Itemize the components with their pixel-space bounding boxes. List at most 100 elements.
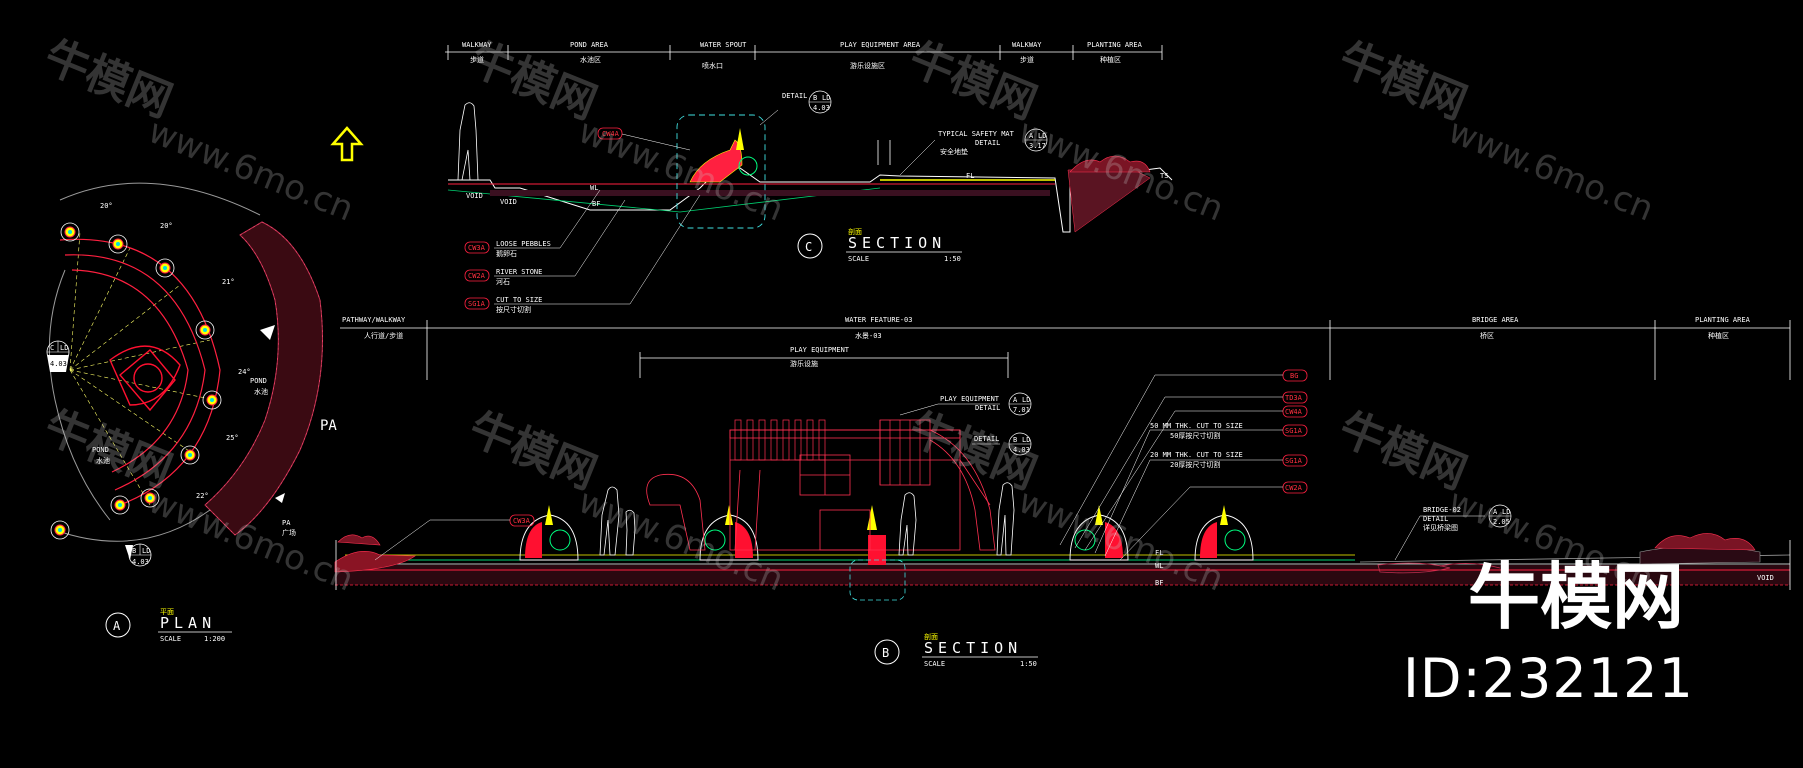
svg-text:按尺寸切割: 按尺寸切割 bbox=[496, 305, 531, 314]
svg-text:A: A bbox=[1493, 508, 1498, 516]
b-detail2-callout: B LD 4.03 bbox=[1008, 432, 1032, 456]
walkway-hatch-pattern bbox=[204, 221, 323, 536]
section-c-material-sg1a: SG1A CUT TO SIZE 按尺寸切割 bbox=[464, 194, 701, 314]
plan-scale-label: SCALE bbox=[160, 635, 181, 643]
b-zone-bridge-cn: 桥区 bbox=[1480, 331, 1494, 340]
c-level-void-1: VOID bbox=[466, 192, 483, 200]
svg-text:SG1A: SG1A bbox=[1285, 427, 1303, 435]
spout-node-8 bbox=[50, 520, 70, 540]
svg-text:BG: BG bbox=[1290, 372, 1298, 380]
svg-text:4.03: 4.03 bbox=[50, 360, 67, 368]
b-play-detail-label: PLAY EQUIPMENT bbox=[940, 395, 1000, 403]
svg-text:B: B bbox=[813, 94, 817, 102]
watermark-url-1: www.6mo.cn bbox=[143, 111, 359, 229]
angle-label-2: 20° bbox=[160, 222, 173, 230]
section-c-ground-profile bbox=[448, 167, 1173, 233]
b-play-structure bbox=[646, 419, 996, 551]
svg-text:CW2A: CW2A bbox=[468, 272, 486, 280]
b-tag-leaders bbox=[1059, 374, 1283, 561]
b-cn-title: 剖面 bbox=[924, 632, 938, 641]
b-tag-bg: BG bbox=[1282, 369, 1308, 382]
svg-text:LD: LD bbox=[142, 547, 150, 555]
c-safety-cn: 安全地垫 bbox=[940, 147, 968, 156]
spout-node-5 bbox=[202, 390, 222, 410]
c-safety-label: TYPICAL SAFETY MAT bbox=[938, 130, 1015, 138]
pa-label: PA bbox=[282, 519, 291, 527]
section-c-detail-callout: B LD 4.03 bbox=[808, 90, 832, 114]
spout-node-1 bbox=[60, 222, 80, 242]
section-c-header-ticks bbox=[447, 45, 1163, 60]
pond-label-right-cn: 水池 bbox=[254, 387, 268, 396]
c-safety-detail: DETAIL bbox=[975, 139, 1000, 147]
svg-text:4.03: 4.03 bbox=[132, 558, 149, 566]
plan-callout-b: B LD 4.03 bbox=[125, 543, 152, 567]
svg-text:LD: LD bbox=[60, 344, 68, 352]
plan-outer-arc-2 bbox=[54, 509, 211, 542]
svg-text:LD: LD bbox=[1038, 132, 1046, 140]
plan-cn-title: 平面 bbox=[160, 608, 174, 616]
section-c-shrub bbox=[1069, 155, 1151, 173]
stamp-id: ID:232121 bbox=[1403, 647, 1694, 710]
b-bridge-detail: DETAIL bbox=[1423, 515, 1448, 523]
b-spout-2 bbox=[699, 505, 759, 561]
svg-text:SG1A: SG1A bbox=[468, 300, 486, 308]
b-scale: 1:50 bbox=[1020, 660, 1037, 668]
b-tag-td3a: TD3A bbox=[1282, 391, 1308, 404]
c-header-pond-cn: 水池区 bbox=[580, 55, 601, 64]
b-zone-planting-cn: 种植区 bbox=[1708, 331, 1729, 340]
c-header-pond: POND AREA bbox=[570, 41, 609, 49]
b-play-label: PLAY EQUIPMENT bbox=[790, 346, 850, 354]
b-right-shrub bbox=[1654, 533, 1756, 551]
section-c-spout-flame bbox=[736, 128, 744, 150]
b-tag-cw2a: CW2A bbox=[1282, 481, 1308, 494]
c-header-play-cn: 游乐设施区 bbox=[850, 61, 885, 70]
b-left-rockwork bbox=[334, 550, 416, 573]
b-note-50mm-cn: 50厚按尺寸切割 bbox=[1170, 431, 1220, 440]
svg-text:A: A bbox=[1029, 132, 1034, 140]
svg-text:CW4A: CW4A bbox=[602, 130, 620, 138]
b-play-detail: DETAIL bbox=[975, 404, 1000, 412]
svg-text:CW2A: CW2A bbox=[1285, 484, 1303, 492]
c-header-planting: PLANTING AREA bbox=[1087, 41, 1143, 49]
section-b-title-block: B 剖面 SECTION SCALE 1:50 bbox=[874, 632, 1038, 668]
svg-text:CUT TO SIZE: CUT TO SIZE bbox=[496, 296, 542, 304]
b-tag-list: BG TD3A CW4A SG1A SG1A CW2A bbox=[1282, 369, 1308, 494]
plan-arrow-icon bbox=[260, 325, 275, 340]
c-header-walkway2-cn: 步道 bbox=[1020, 55, 1034, 64]
b-play-label-cn: 游乐设施 bbox=[790, 359, 818, 368]
b-level-fl: FL bbox=[1155, 549, 1163, 557]
section-c-safety-callout: A LD 3.17 bbox=[1024, 128, 1048, 152]
b-zone-planting: PLANTING AREA bbox=[1695, 316, 1751, 324]
c-level-fl: FL bbox=[966, 172, 974, 180]
b-zone-water: WATER FEATURE-03 bbox=[845, 316, 912, 324]
pa-label-cn: 广场 bbox=[282, 528, 296, 537]
plan-angle-labels: 20° 20° 21° 24° 25° 22° bbox=[100, 202, 251, 500]
angle-label-4: 24° bbox=[238, 368, 251, 376]
c-cn-title: 剖面 bbox=[848, 227, 862, 236]
c-level-ts: TS bbox=[1160, 172, 1168, 180]
stamp-brand: 牛模网 bbox=[1468, 555, 1684, 639]
spout-node-9 bbox=[110, 495, 130, 515]
c-header-planting-cn: 种植区 bbox=[1100, 55, 1121, 64]
watermark-url-3: www.6mo.cn bbox=[1013, 111, 1229, 229]
pond-label-left-cn: 水池 bbox=[96, 456, 110, 465]
b-tag-sg1a-2: SG1A bbox=[1282, 454, 1308, 467]
b-note-20mm: 20 MM THK. CUT TO SIZE bbox=[1150, 451, 1243, 459]
c-level-bf: BF bbox=[592, 200, 600, 208]
b-left-shrub bbox=[337, 534, 381, 546]
spout-node-4 bbox=[195, 320, 215, 340]
section-c-spout-nozzle bbox=[738, 156, 758, 176]
section-c-subgrade bbox=[490, 190, 1050, 196]
c-header-spout: WATER SPOUT bbox=[700, 41, 747, 49]
c-level-wl: WL bbox=[590, 184, 598, 192]
spout-node-3 bbox=[155, 258, 175, 278]
north-arrow-icon bbox=[330, 126, 364, 162]
section-c-break-symbol bbox=[877, 140, 891, 165]
b-bridge-label: BRIDGE-02 bbox=[1423, 506, 1461, 514]
plan-outer-arc bbox=[59, 182, 261, 216]
b-note-50mm: 50 MM THK. CUT TO SIZE bbox=[1150, 422, 1243, 430]
b-detail2-label: DETAIL bbox=[974, 435, 999, 443]
b-stones-2 bbox=[1439, 563, 1501, 569]
section-b-view: PATHWAY/WALKWAY 人行道/步道 WATER FEATURE-03 … bbox=[334, 316, 1791, 668]
watermark-brand-6: 牛模网 bbox=[462, 403, 603, 500]
